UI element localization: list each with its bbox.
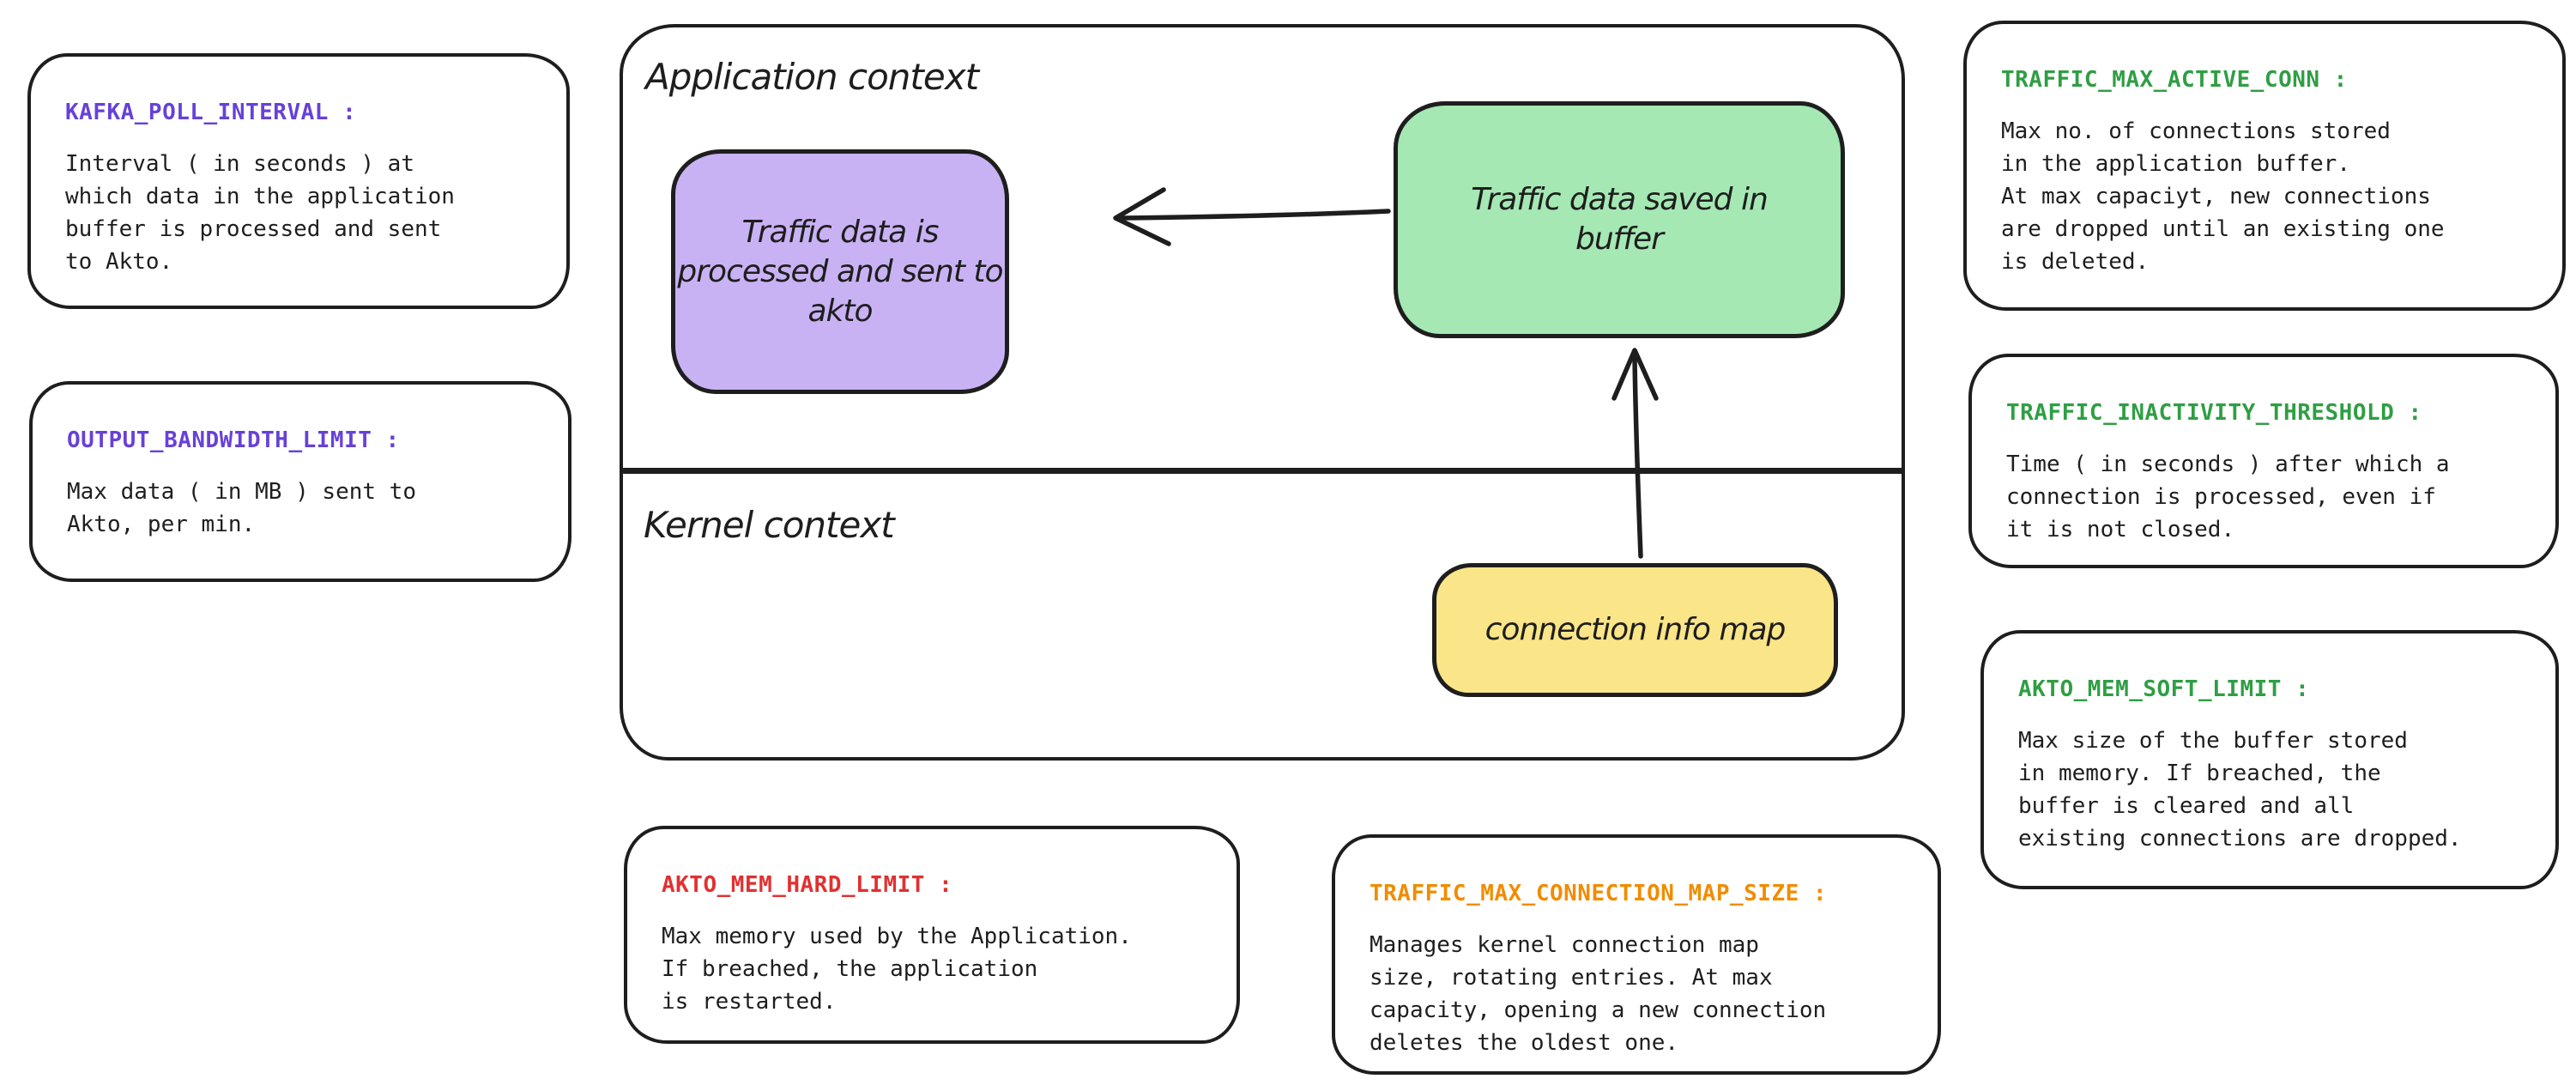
node-connection-info-map: connection info map bbox=[1432, 563, 1838, 697]
context-divider bbox=[621, 468, 1905, 474]
application-context-label: Application context bbox=[645, 56, 979, 98]
callout-title: TRAFFIC_MAX_CONNECTION_MAP_SIZE : bbox=[1370, 881, 1828, 906]
context-container: Application context Kernel context Traff… bbox=[620, 24, 1905, 761]
callout-akto-mem-soft-limit: AKTO_MEM_SOFT_LIMIT : Max size of the bu… bbox=[1980, 630, 2559, 889]
callout-traffic-inactivity-threshold: TRAFFIC_INACTIVITY_THRESHOLD : Time ( in… bbox=[1968, 354, 2559, 568]
callout-title: TRAFFIC_MAX_ACTIVE_CONN : bbox=[2001, 67, 2348, 93]
callout-body: Max size of the buffer stored in memory.… bbox=[2018, 728, 2462, 852]
callout-title: AKTO_MEM_HARD_LIMIT : bbox=[662, 872, 953, 898]
node-traffic-buffer: Traffic data saved in buffer bbox=[1394, 101, 1845, 338]
node-label: connection info map bbox=[1485, 612, 1787, 647]
callout-body: Max no. of connections stored in the app… bbox=[2001, 118, 2445, 275]
callout-title: AKTO_MEM_SOFT_LIMIT : bbox=[2018, 676, 2310, 702]
callout-body: Manages kernel connection map size, rota… bbox=[1370, 932, 1827, 1056]
callout-body: Time ( in seconds ) after which a connec… bbox=[2006, 452, 2450, 542]
callout-body: Max memory used by the Application. If b… bbox=[662, 924, 1132, 1015]
callout-traffic-max-connection-map-size: TRAFFIC_MAX_CONNECTION_MAP_SIZE : Manage… bbox=[1332, 834, 1941, 1075]
callout-kafka-poll-interval: KAFKA_POLL_INTERVAL : Interval ( in seco… bbox=[27, 53, 570, 309]
callout-akto-mem-hard-limit: AKTO_MEM_HARD_LIMIT : Max memory used by… bbox=[624, 826, 1240, 1044]
callout-body: Interval ( in seconds ) at which data in… bbox=[65, 151, 455, 275]
node-traffic-processed: Traffic data is processed and sent to ak… bbox=[671, 149, 1009, 394]
callout-output-bandwidth-limit: OUTPUT_BANDWIDTH_LIMIT : Max data ( in M… bbox=[29, 381, 571, 582]
callout-title: KAFKA_POLL_INTERVAL : bbox=[65, 100, 357, 125]
node-label: Traffic data is processed and sent to ak… bbox=[677, 214, 1003, 329]
kernel-context-label: Kernel context bbox=[644, 504, 895, 546]
callout-traffic-max-active-conn: TRAFFIC_MAX_ACTIVE_CONN : Max no. of con… bbox=[1963, 21, 2566, 311]
callout-body: Max data ( in MB ) sent to Akto, per min… bbox=[67, 479, 416, 537]
callout-title: OUTPUT_BANDWIDTH_LIMIT : bbox=[67, 427, 400, 453]
node-label: Traffic data saved in buffer bbox=[1471, 182, 1769, 257]
callout-title: TRAFFIC_INACTIVITY_THRESHOLD : bbox=[2006, 400, 2422, 426]
